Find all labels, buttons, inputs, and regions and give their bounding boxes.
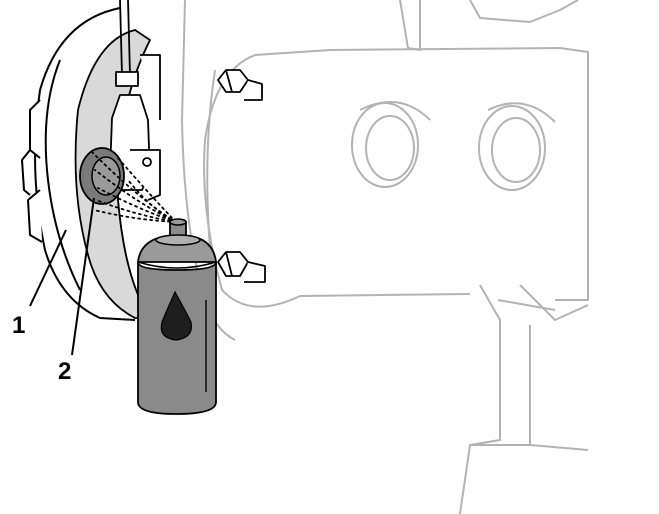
callout-1-label: 1 xyxy=(12,314,25,338)
housing-bolt-lower xyxy=(218,252,265,282)
lubricant-spray-can xyxy=(138,219,216,414)
callout-2-label: 2 xyxy=(58,360,71,384)
housing-bolt-upper xyxy=(218,70,262,100)
